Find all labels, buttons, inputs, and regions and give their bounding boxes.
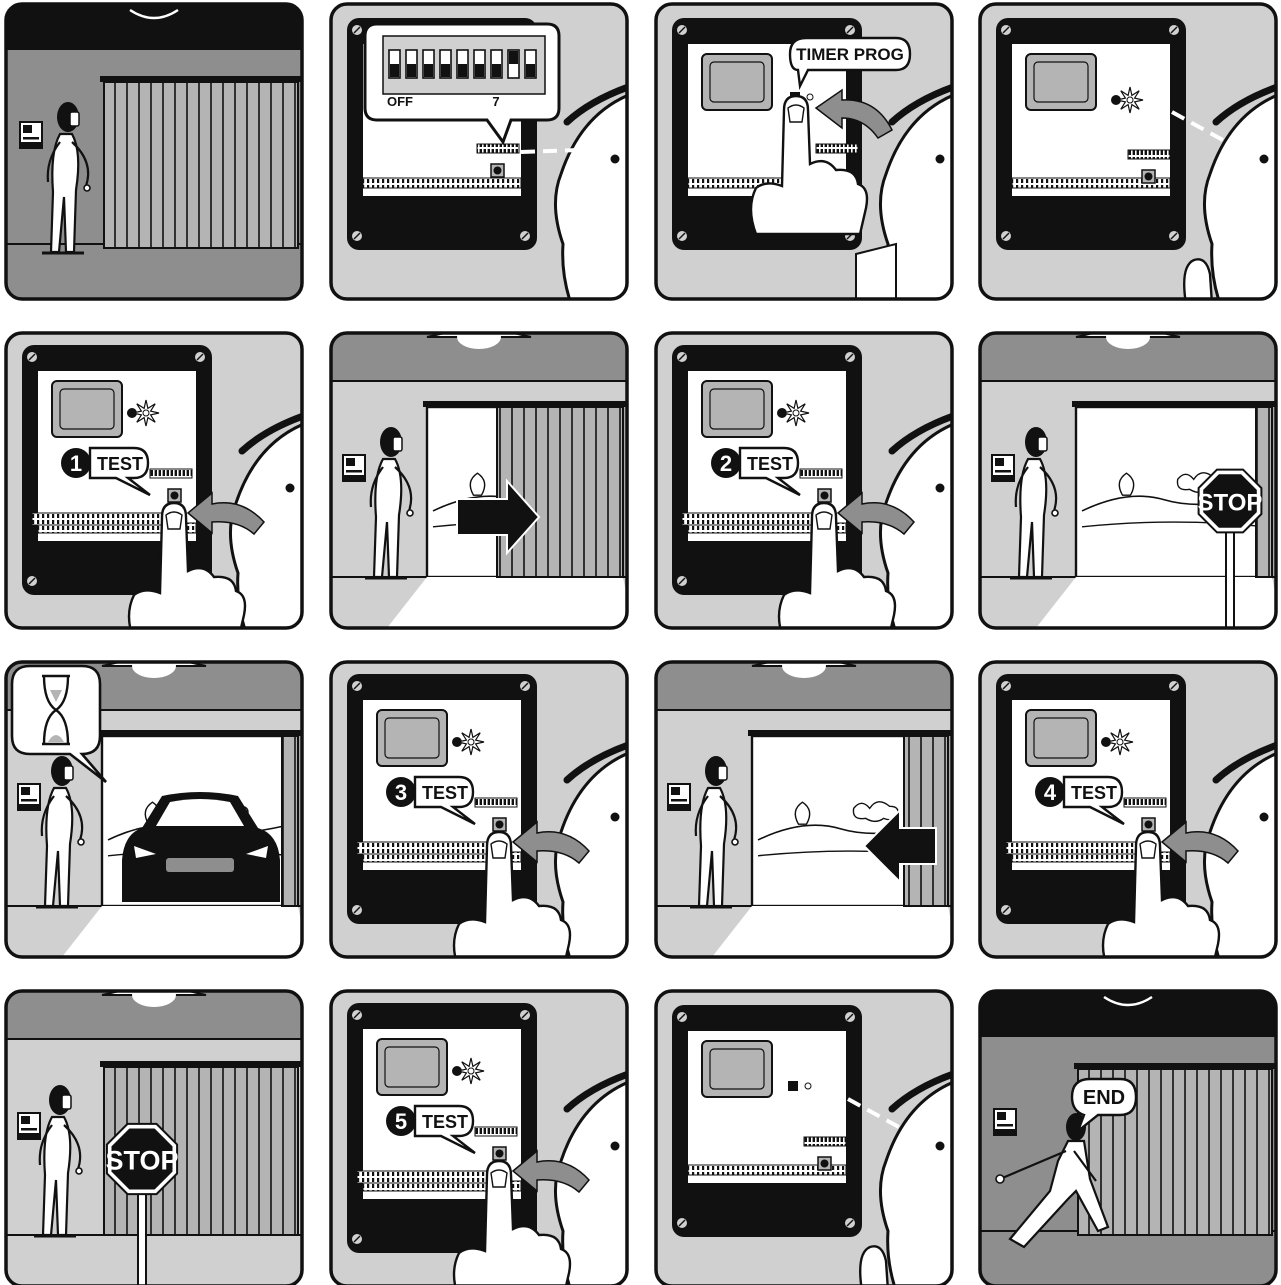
test-step-number: 1 bbox=[70, 451, 82, 476]
floor-light bbox=[712, 906, 958, 957]
test-button[interactable] bbox=[818, 1157, 831, 1170]
control-box-icon bbox=[18, 784, 40, 810]
floor-light bbox=[62, 906, 308, 957]
terminal-strip bbox=[1006, 842, 1156, 854]
control-box-icon bbox=[994, 1109, 1016, 1135]
panel-content bbox=[6, 619, 308, 957]
test-label: TEST bbox=[422, 1112, 468, 1132]
storyboard-panel-13: STOP bbox=[6, 948, 304, 1285]
control-box-icon bbox=[20, 122, 42, 148]
end-label: END bbox=[1083, 1087, 1125, 1109]
test-step-number: 2 bbox=[720, 451, 732, 476]
garage-door bbox=[282, 736, 298, 906]
storyboard-panel-16: END bbox=[980, 991, 1278, 1285]
panel-content bbox=[6, 4, 304, 299]
dip-off-label: OFF bbox=[387, 94, 413, 109]
storyboard-panel-11 bbox=[656, 619, 958, 957]
floor-light bbox=[387, 577, 633, 628]
dip-switch-block bbox=[804, 1137, 846, 1146]
ceiling bbox=[980, 991, 1276, 1037]
dip-switch-block bbox=[150, 469, 192, 478]
test-button[interactable] bbox=[491, 164, 504, 177]
storyboard-panel-2: OFF 7 bbox=[331, 4, 631, 304]
panel-content bbox=[331, 290, 633, 628]
stop-label: STOP bbox=[105, 1146, 178, 1176]
panel-content bbox=[980, 4, 1280, 304]
storyboard-panel-6 bbox=[331, 290, 633, 628]
test-button[interactable] bbox=[493, 818, 506, 831]
storyboard-panel-10: 3 TEST bbox=[331, 662, 631, 970]
storyboard-panel-5: 1 TEST bbox=[6, 333, 306, 641]
panel-content: STOP bbox=[980, 290, 1281, 628]
control-box-icon bbox=[343, 455, 365, 481]
dip-switch-block bbox=[475, 1127, 517, 1136]
dip-switch-block bbox=[816, 144, 858, 153]
panel-content bbox=[656, 991, 956, 1285]
control-box-icon bbox=[992, 455, 1014, 481]
panel-content: 1 TEST bbox=[6, 333, 306, 641]
observer-profile bbox=[880, 1073, 956, 1285]
storyboard-panel-9 bbox=[6, 619, 308, 957]
storyboard-panel-1 bbox=[6, 4, 304, 299]
panel-content: 5 TEST bbox=[331, 991, 631, 1285]
storyboard-panel-3: TIMER PROG bbox=[656, 4, 956, 304]
terminal-strip bbox=[357, 1171, 507, 1183]
test-step-number: 3 bbox=[395, 780, 407, 805]
terminal-strip bbox=[32, 513, 182, 525]
control-box-icon bbox=[18, 1113, 40, 1139]
storyboard-panel-4 bbox=[980, 4, 1280, 304]
control-box-icon bbox=[668, 784, 690, 810]
test-label: TEST bbox=[97, 454, 143, 474]
test-button[interactable] bbox=[1142, 170, 1155, 183]
panel-content: END bbox=[980, 991, 1278, 1285]
dip-switch-block bbox=[475, 798, 517, 807]
dip-switch-block bbox=[477, 144, 519, 153]
terminal-strip bbox=[682, 513, 832, 525]
sleeve bbox=[856, 244, 896, 304]
stop-label: STOP bbox=[1198, 490, 1263, 517]
ceiling bbox=[6, 4, 302, 50]
garage-door bbox=[904, 736, 948, 906]
dip-switch-block bbox=[1124, 798, 1166, 807]
observer-profile bbox=[1204, 86, 1280, 304]
panel-content: 3 TEST bbox=[331, 662, 631, 970]
terminal-strip bbox=[357, 842, 507, 854]
panel-content: STOP bbox=[6, 948, 304, 1285]
storyboard-panel-7: 2 TEST bbox=[656, 333, 956, 641]
panel-content: TIMER PROG bbox=[656, 4, 956, 304]
test-button[interactable] bbox=[168, 489, 181, 502]
led-off-icon bbox=[788, 1081, 798, 1091]
sight-line bbox=[521, 150, 579, 152]
dip-seven-label: 7 bbox=[492, 94, 499, 109]
garage-door bbox=[104, 82, 298, 248]
test-button[interactable] bbox=[493, 1147, 506, 1160]
storyboard-panel-14: 5 TEST bbox=[331, 991, 631, 1285]
test-label: TEST bbox=[747, 454, 793, 474]
test-step-number: 5 bbox=[395, 1109, 407, 1134]
terminal-strip bbox=[363, 178, 521, 188]
observer-profile bbox=[555, 86, 631, 304]
panel-content: 2 TEST bbox=[656, 333, 956, 641]
test-label: TEST bbox=[1071, 783, 1117, 803]
timer-prog-label: TIMER PROG bbox=[796, 45, 904, 64]
control-board bbox=[672, 1005, 862, 1237]
storyboard-panel-8: STOP bbox=[980, 290, 1281, 628]
test-label: TEST bbox=[422, 783, 468, 803]
panel-content bbox=[656, 619, 958, 957]
panel-content: OFF 7 bbox=[331, 4, 631, 304]
storyboard-panel-12: 4 TEST bbox=[980, 662, 1280, 970]
panel-content: 4 TEST bbox=[980, 662, 1280, 970]
floor-light bbox=[1036, 577, 1281, 628]
thumb-icon bbox=[860, 1246, 888, 1285]
test-button[interactable] bbox=[818, 489, 831, 502]
test-step-number: 4 bbox=[1044, 780, 1057, 805]
dip-switch-block bbox=[800, 469, 842, 478]
dip-switch-block bbox=[1128, 150, 1170, 159]
test-button[interactable] bbox=[1142, 818, 1155, 831]
control-board bbox=[996, 18, 1186, 250]
storyboard-panel-15 bbox=[656, 991, 956, 1285]
